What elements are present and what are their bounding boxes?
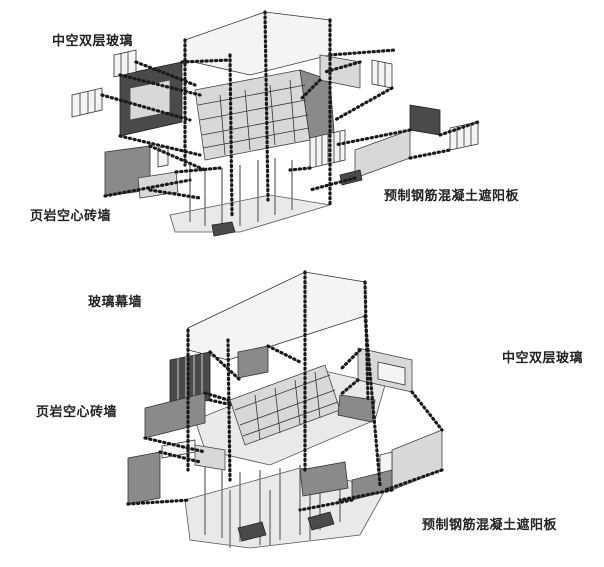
bottom-right-window xyxy=(377,361,406,386)
top-left-glass-a xyxy=(71,87,103,118)
top-stair xyxy=(211,221,236,237)
label-bottom-glass-curtain-wall: 玻璃幕墙 xyxy=(88,295,143,310)
top-floor-lines xyxy=(197,79,310,156)
top-right-glass xyxy=(371,59,393,89)
bottom-stair-b xyxy=(307,511,335,531)
bottom-interior-lines xyxy=(234,371,339,441)
top-precast-shade-panel xyxy=(354,129,411,179)
top-exploded-lines xyxy=(100,10,480,217)
bottom-precast-shade-panel xyxy=(391,429,443,491)
bottom-entry-block xyxy=(299,461,349,497)
top-shade-base xyxy=(339,169,363,186)
top-columns xyxy=(189,158,293,228)
bottom-axonometric xyxy=(126,270,444,549)
label-bottom-shale-brick-wall: 页岩空心砖墙 xyxy=(36,405,118,420)
label-top-double-glazing: 中空双层玻璃 xyxy=(52,34,134,49)
label-top-shale-brick-wall: 页岩空心砖墙 xyxy=(30,209,112,224)
bottom-roof-outline xyxy=(187,271,366,361)
bottom-lower-left-wall xyxy=(127,451,161,505)
top-left-glass-b xyxy=(113,49,137,78)
top-precast-shade-top xyxy=(409,104,441,136)
label-bottom-double-glazing: 中空双层玻璃 xyxy=(502,351,584,366)
bottom-exploded-lines xyxy=(126,270,444,512)
top-roof-outline xyxy=(184,11,331,76)
label-top-precast-shade: 预制钢筋混凝土遮阳板 xyxy=(384,189,520,204)
bottom-stair-a xyxy=(237,521,267,542)
top-right-louver xyxy=(309,129,346,169)
top-left-wall-opening xyxy=(129,79,171,121)
top-axonometric xyxy=(71,10,480,237)
label-bottom-precast-shade: 预制钢筋混凝土遮阳板 xyxy=(422,518,558,533)
bottom-upper-wall-panel xyxy=(237,345,269,379)
bottom-left-brick-wall xyxy=(144,392,206,439)
bottom-right-core xyxy=(337,394,376,423)
top-ground-slab xyxy=(169,194,331,233)
